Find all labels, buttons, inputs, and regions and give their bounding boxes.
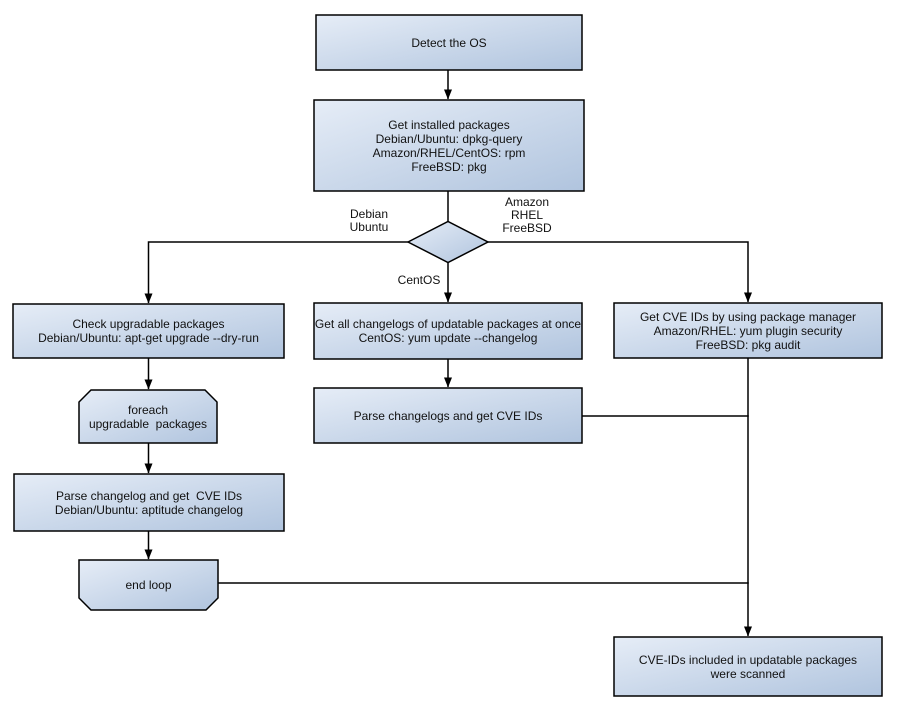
node-end-loop-shape [78, 559, 219, 611]
connector-decision-to-check-upgradable [144, 241, 408, 304]
connector-decision-to-pkg-manager [488, 241, 752, 303]
branch-label-centos: CentOS [397, 273, 441, 287]
node-parse-changelog-deb-shape [13, 473, 285, 532]
branch-label-amazon-rhel-freebsd: Amazon RHEL FreeBSD [502, 195, 552, 235]
node-parse-changelogs-centos-shape [313, 387, 583, 444]
node-check-upgradable-shape [12, 303, 285, 359]
node-os-decision-diamond [406, 220, 490, 264]
node-get-all-changelogs-shape [313, 302, 583, 360]
node-get-cve-pkg-manager-shape [613, 302, 883, 359]
node-scan-result-shape [613, 636, 883, 697]
node-foreach-loop-shape [78, 389, 218, 444]
node-get-installed-shape [313, 99, 585, 192]
node-detect-os-shape [315, 14, 583, 71]
branch-label-debian-ubuntu: Debian Ubuntu [349, 207, 389, 234]
